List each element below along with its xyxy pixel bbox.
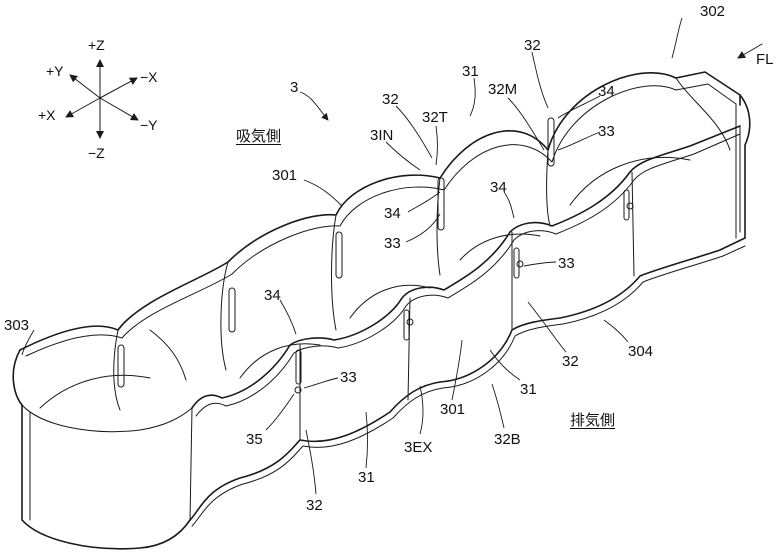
ref-32-top: 32 (524, 37, 541, 54)
ref-3ex: 3EX (404, 439, 433, 456)
leader-lines (21, 17, 683, 495)
assembly-pointer (299, 91, 329, 121)
ref-301-top: 301 (272, 167, 298, 184)
ref-33-right: 33 (598, 123, 615, 140)
ref-303: 303 (4, 317, 30, 334)
axis-label-plus-x: +X (38, 107, 56, 123)
ref-35: 35 (246, 431, 263, 448)
label-intake-side: 吸気側 (236, 127, 282, 145)
label-assembly: 3 (290, 79, 299, 96)
ref-302: 302 (700, 3, 726, 20)
ref-304: 304 (628, 343, 654, 360)
ref-32m: 32M (488, 81, 518, 98)
ref-34-right: 34 (598, 83, 615, 100)
axis-label-minus-x: −X (140, 69, 158, 85)
ref-33-center: 33 (558, 255, 575, 272)
ref-34-left: 34 (264, 287, 281, 304)
ref-34-mid: 34 (384, 205, 401, 222)
ref-33-left: 33 (340, 369, 357, 386)
axis-indicator (65, 59, 139, 139)
ref-32b: 32B (494, 431, 521, 448)
ref-31-bottom: 31 (358, 469, 375, 486)
axis-label-plus-y: +Y (46, 63, 64, 79)
ref-34-center: 34 (490, 179, 507, 196)
ref-32-bottom: 32 (306, 497, 323, 514)
axis-label-minus-y: −Y (140, 117, 158, 133)
axis-label-minus-z: −Z (88, 145, 105, 161)
label-exhaust-side: 排気側 (570, 411, 616, 429)
ref-3in: 3IN (370, 127, 394, 144)
axis-label-plus-z: +Z (88, 37, 105, 53)
ref-32-lower: 32 (562, 353, 579, 370)
ref-301-bottom: 301 (440, 401, 466, 418)
wall-outline (12, 71, 751, 550)
label-flow: FL (756, 51, 774, 68)
ref-31-lower: 31 (520, 381, 537, 398)
flow-arrow (737, 43, 763, 59)
ref-32t: 32T (422, 109, 448, 126)
ref-33-mid: 33 (384, 235, 401, 252)
ref-31-top: 31 (462, 63, 479, 80)
ref-32-mid: 32 (382, 91, 399, 108)
